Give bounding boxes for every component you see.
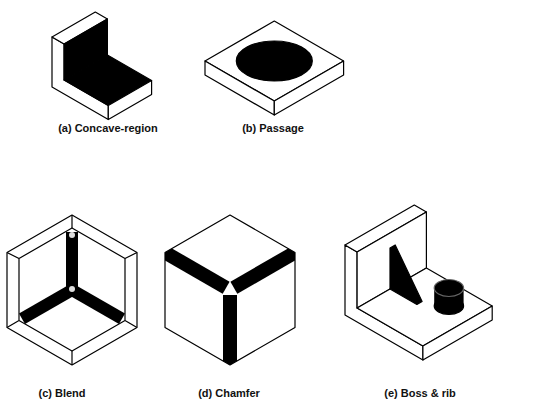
rim-edge: [71, 215, 72, 228]
corner-facet: [222, 281, 238, 295]
rim-edge: [125, 253, 137, 259]
fillet-band: [22, 290, 72, 319]
floor-edge: [19, 321, 125, 352]
blend-figure: [7, 215, 137, 365]
highlight: [69, 286, 75, 292]
chamfer-band: [223, 290, 237, 370]
figure-caption: (b) Passage: [242, 122, 304, 135]
highlight: [69, 232, 75, 238]
end-face: [423, 306, 492, 360]
chamfer-band: [160, 250, 230, 290]
fillet-corner: [66, 284, 78, 296]
floor-face: [357, 268, 492, 346]
end-face: [108, 81, 151, 120]
slab-top: [205, 21, 344, 101]
figure-caption: (d) Chamfer: [198, 387, 260, 400]
fillet-band: [72, 290, 122, 319]
boss-top: [434, 280, 463, 297]
figure-caption: (a) Concave-region: [58, 122, 158, 135]
through-hole: [236, 41, 312, 81]
rib: [390, 245, 422, 305]
floor-edge: [71, 351, 72, 365]
concave-region-figure: [52, 12, 152, 120]
chamfer-figure: [160, 215, 300, 370]
rim-edge: [7, 321, 19, 328]
figure-caption: (e) Boss & rib: [384, 387, 456, 400]
rim-edge: [125, 321, 137, 328]
passage-figure: [205, 21, 344, 115]
figure-caption: (c) Blend: [38, 387, 85, 400]
boss-rib-figure: [345, 205, 492, 360]
rim-edge: [19, 228, 125, 321]
fillet-band: [66, 232, 78, 290]
chamfer-band: [230, 250, 300, 290]
rim-edge: [7, 253, 19, 259]
block-outline: [7, 215, 137, 365]
